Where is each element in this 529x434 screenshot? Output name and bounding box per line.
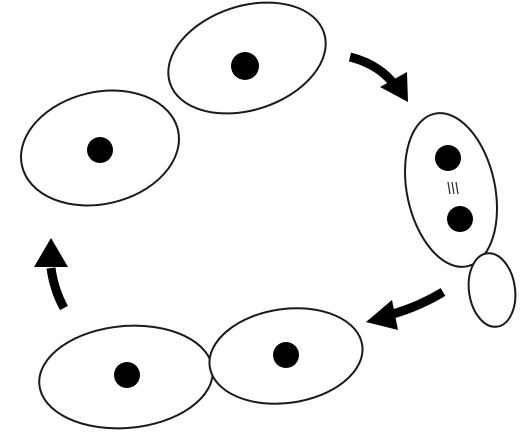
nucleus (435, 145, 461, 171)
nucleus (447, 206, 473, 232)
arrow-to-bottom (366, 292, 443, 330)
nucleus (87, 137, 113, 163)
arrow-to-right (350, 57, 408, 102)
stage-dividing-cell-right (392, 105, 520, 330)
nucleus (273, 342, 299, 368)
stage-two-cells-bottom (35, 299, 369, 434)
arrow-to-left (34, 238, 68, 308)
nucleus (114, 362, 140, 388)
stage-two-cells-top-left (9, 0, 340, 221)
nucleus (231, 52, 259, 80)
dividing-cell (392, 105, 511, 276)
